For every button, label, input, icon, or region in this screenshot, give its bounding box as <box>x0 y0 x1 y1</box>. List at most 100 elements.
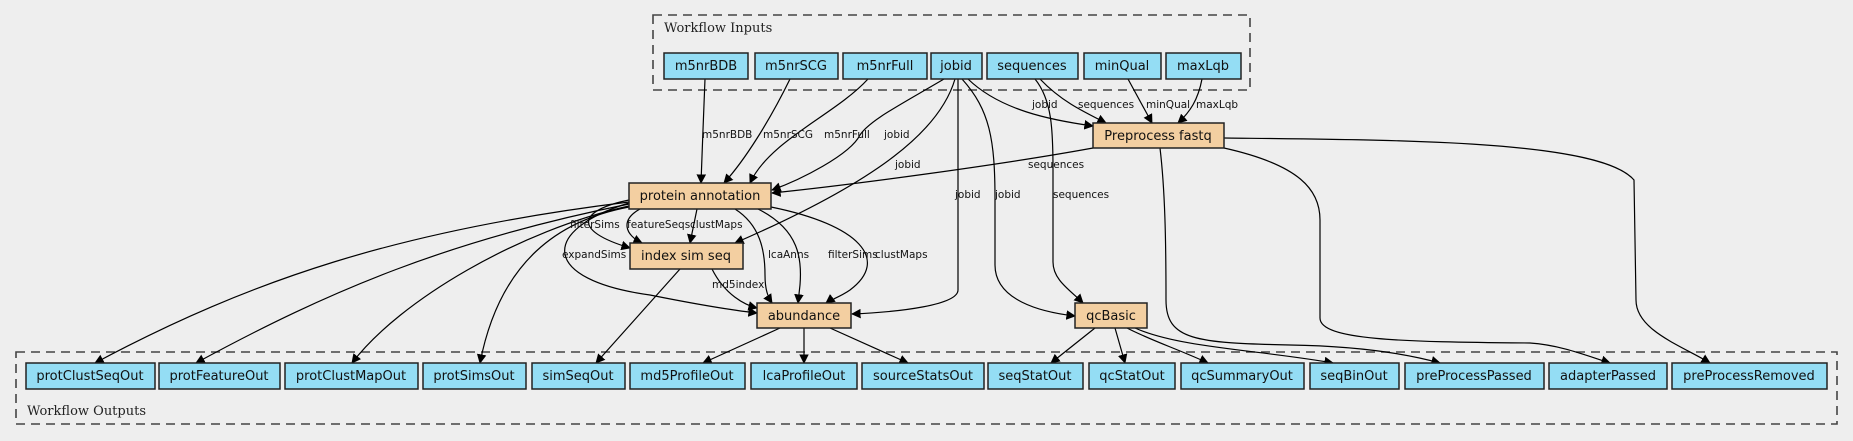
edge-protein-indexsim-featureSeqs <box>626 208 643 244</box>
output-node-lcaProfileOut[interactable]: lcaProfileOut <box>750 362 858 390</box>
edge-label: m5nrBDB <box>702 129 752 141</box>
output-node-md5ProfileOut[interactable]: md5ProfileOut <box>629 362 746 390</box>
step-nodes: Preprocess fastq protein annotation inde… <box>628 122 1225 329</box>
input-node-sequences[interactable]: sequences <box>986 52 1079 80</box>
edge-label: filterSims <box>570 219 620 231</box>
output-node-preProcessRemoved[interactable]: preProcessRemoved <box>1671 362 1828 390</box>
node-label: seqBinOut <box>1320 369 1387 384</box>
edge-sequences-preprocess <box>1039 78 1107 124</box>
edge-indexsim-simSeqOut <box>595 268 681 364</box>
edge-label: sequences <box>1078 99 1134 111</box>
input-node-maxLqb[interactable]: maxLqb <box>1165 52 1242 80</box>
input-nodes: m5nrBDB m5nrSCG m5nrFull jobid sequences… <box>663 52 1242 80</box>
edge-protein-abundance-lcaAnns <box>734 208 773 304</box>
node-label: simSeqOut <box>542 369 613 384</box>
output-node-seqBinOut[interactable]: seqBinOut <box>1309 362 1400 390</box>
output-node-adapterPassed[interactable]: adapterPassed <box>1548 362 1668 390</box>
edge-qcBasic-seqStatOut <box>1050 327 1096 364</box>
node-label: preProcessRemoved <box>1683 369 1815 384</box>
node-label: seqStatOut <box>998 369 1071 384</box>
node-label: m5nrFull <box>857 59 914 74</box>
edge-label: jobid <box>883 129 910 141</box>
step-node-index-sim-seq[interactable]: index sim seq <box>629 242 744 270</box>
inputs-cluster-label: Workflow Inputs <box>664 21 772 36</box>
node-label: qcBasic <box>1086 309 1136 324</box>
edges <box>94 78 1711 367</box>
node-label: adapterPassed <box>1560 369 1656 384</box>
edge-label: jobid <box>954 189 981 201</box>
output-node-sourceStatsOut[interactable]: sourceStatsOut <box>861 362 985 390</box>
edge-labels: m5nrBDB m5nrSCG m5nrFull jobid jobid job… <box>562 99 1238 291</box>
edge-protein-abundance-expandSims <box>564 202 758 317</box>
node-label: m5nrBDB <box>675 59 737 74</box>
edge-abundance-md5ProfileOut <box>702 327 781 364</box>
edge-preprocess-adapterPassed <box>1223 147 1611 365</box>
edge-protein-protSimsOut <box>476 206 630 364</box>
edge-preprocess-protein <box>771 147 1094 197</box>
edge-label: minQual <box>1146 99 1190 111</box>
inputs-cluster: Workflow Inputs <box>652 14 1251 91</box>
node-label: abundance <box>768 309 840 324</box>
output-node-preProcessPassed[interactable]: preProcessPassed <box>1404 362 1545 390</box>
output-node-protClustSeqOut[interactable]: protClustSeqOut <box>25 362 156 390</box>
edge-protein-protFeatureOut <box>195 203 630 364</box>
output-node-protSimsOut[interactable]: protSimsOut <box>422 362 527 390</box>
edge-preprocess-preProcessRemoved <box>1223 137 1711 364</box>
step-node-preprocess-fastq[interactable]: Preprocess fastq <box>1092 122 1225 149</box>
output-node-qcStatOut[interactable]: qcStatOut <box>1088 362 1176 390</box>
node-label: qcSummaryOut <box>1191 369 1293 384</box>
edge-label: m5nrSCG <box>763 129 813 141</box>
edge-jobid-qcBasic <box>961 78 1076 320</box>
edge-label: sequences <box>1053 189 1109 201</box>
edge-maxLqb-preprocess <box>1177 78 1203 124</box>
input-node-minQual[interactable]: minQual <box>1083 52 1162 80</box>
outputs-cluster-label: Workflow Outputs <box>27 404 146 419</box>
output-node-seqStatOut[interactable]: seqStatOut <box>987 362 1084 390</box>
node-label: protein annotation <box>640 189 761 204</box>
edge-label: md5index <box>712 279 764 291</box>
edge-qcBasic-qcSummaryOut <box>1126 327 1209 364</box>
edge-label: clustMaps <box>875 249 928 261</box>
edge-indexsim-abundance-md5index <box>711 268 758 311</box>
output-node-protClustMapOut[interactable]: protClustMapOut <box>284 362 419 390</box>
input-node-m5nrSCG[interactable]: m5nrSCG <box>754 52 839 80</box>
edge-jobid-preprocess <box>967 78 1094 130</box>
step-node-protein-annotation[interactable]: protein annotation <box>628 182 772 210</box>
edge-label: maxLqb <box>1196 99 1238 111</box>
node-label: Preprocess fastq <box>1104 129 1211 144</box>
output-node-simSeqOut[interactable]: simSeqOut <box>531 362 626 390</box>
node-label: protFeatureOut <box>169 369 268 384</box>
edge-jobid-protein <box>771 78 945 192</box>
input-node-m5nrFull[interactable]: m5nrFull <box>842 52 928 80</box>
edge-sequences-qcBasic <box>1034 78 1084 304</box>
edge-protein-protClustMapOut <box>351 205 630 364</box>
node-label: protClustMapOut <box>296 369 406 384</box>
input-node-jobid[interactable]: jobid <box>930 52 983 80</box>
input-node-m5nrBDB[interactable]: m5nrBDB <box>663 52 749 80</box>
node-label: maxLqb <box>1177 59 1229 74</box>
step-node-qcBasic[interactable]: qcBasic <box>1074 302 1148 329</box>
step-node-abundance[interactable]: abundance <box>756 302 852 329</box>
node-label: index sim seq <box>641 249 731 264</box>
edge-preprocess-preProcessPassed <box>1159 147 1441 366</box>
edge-jobid-indexsim <box>734 78 956 244</box>
edge-label: m5nrFull <box>824 129 870 141</box>
output-node-protFeatureOut[interactable]: protFeatureOut <box>158 362 281 390</box>
edge-protein-protClustSeqOut <box>94 201 630 364</box>
node-label: md5ProfileOut <box>640 369 733 384</box>
node-label: qcStatOut <box>1099 369 1164 384</box>
edge-abundance-sourceStatsOut <box>829 327 909 364</box>
node-label: protSimsOut <box>433 369 514 384</box>
edge-m5nrFull-protein <box>749 78 869 184</box>
output-node-qcSummaryOut[interactable]: qcSummaryOut <box>1180 362 1305 390</box>
edge-qcBasic-seqBinOut <box>1134 327 1334 367</box>
node-label: jobid <box>939 59 972 74</box>
edge-label: sequences <box>1028 159 1084 171</box>
edge-protein-abundance-filterSims <box>757 208 804 304</box>
edge-label: featureSeqs <box>627 219 690 231</box>
edge-m5nrBDB-protein <box>696 78 707 184</box>
node-label: minQual <box>1095 59 1150 74</box>
node-label: sourceStatsOut <box>873 369 973 384</box>
edge-minQual-preprocess <box>1127 78 1153 124</box>
